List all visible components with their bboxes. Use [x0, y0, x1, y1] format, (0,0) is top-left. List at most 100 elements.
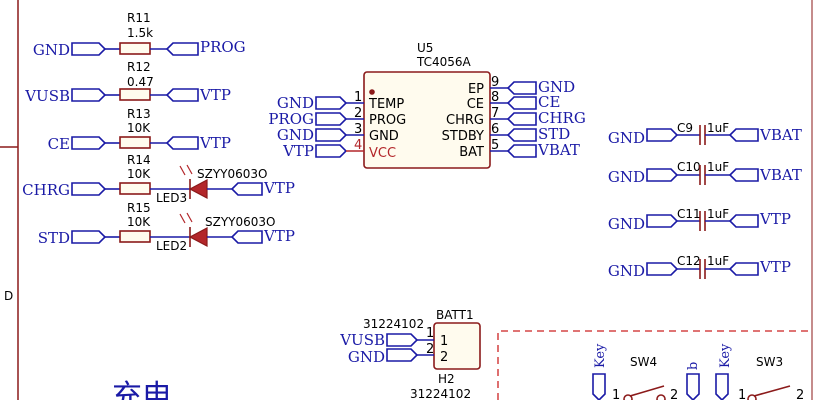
net-port	[646, 214, 679, 228]
net-label: VTP	[263, 179, 295, 197]
led-symbol	[188, 227, 208, 247]
resistor-r14[interactable]: R14 10K CHRG	[22, 153, 190, 199]
net-port	[592, 373, 606, 400]
net-label: GND	[277, 94, 314, 112]
net-port	[71, 42, 107, 56]
resistor-r15[interactable]: R15 10K STD	[38, 201, 190, 247]
led-led2[interactable]: VTP SZYY0603O LED2	[156, 212, 295, 253]
ic-pin-9: EP 9 GND	[468, 75, 575, 97]
net-label: VUSB	[339, 331, 385, 349]
net-label: VBAT	[759, 126, 802, 144]
net-label: VTP	[282, 142, 314, 160]
resistor-r11[interactable]: R11 1.5k GND PROG	[33, 11, 246, 59]
net-label: Key	[593, 343, 608, 368]
resistor-value: 10K	[127, 167, 151, 181]
resistor-value: 0.47	[127, 75, 154, 89]
net-port	[686, 373, 700, 400]
net-label: GND	[608, 129, 645, 147]
net-port	[646, 168, 679, 182]
resistor-body	[119, 182, 151, 195]
net-label: GND	[538, 78, 575, 96]
batt-alt-ref: H2	[438, 372, 455, 386]
batt-ref: BATT1	[436, 308, 474, 322]
net-port	[165, 136, 199, 150]
led-ref: LED2	[156, 239, 187, 253]
cap-value: 1uF	[707, 121, 729, 135]
net-port	[71, 230, 107, 244]
net-label: CHRG	[538, 109, 586, 127]
net-port	[728, 168, 759, 182]
pin-name: VCC	[369, 146, 396, 161]
pin-number: 2	[354, 106, 362, 121]
cap-ref: C11	[677, 207, 701, 221]
net-label: STD	[538, 125, 570, 143]
net-label: CE	[538, 93, 560, 111]
cap-ref: C12	[677, 254, 701, 268]
capacitor-c9[interactable]: C9 1uF GND VBAT	[608, 121, 802, 147]
net-port	[646, 262, 679, 276]
pin-number: 3	[354, 122, 362, 137]
pin-number: 2	[426, 342, 434, 357]
cap-ref: C10	[677, 160, 701, 174]
net-label: PROG	[268, 110, 314, 128]
switch-ref: SW4	[630, 355, 657, 369]
pin-number: 5	[491, 138, 499, 153]
switch-sw3[interactable]: Key SW3 1 2	[715, 343, 804, 400]
batt-part-top: 31224102	[363, 317, 424, 331]
pin-number: 6	[491, 122, 499, 137]
ic-pin-4: VTP 4 VCC	[282, 138, 396, 161]
zone-label: D	[4, 289, 13, 303]
net-port	[728, 128, 759, 142]
resistor-ref: R11	[127, 11, 151, 25]
pin-number: 9	[491, 75, 499, 90]
net-label: GND	[608, 168, 645, 186]
led-ref: LED3	[156, 191, 187, 205]
resistor-value: 1.5k	[127, 26, 153, 40]
capacitor-c11[interactable]: C11 1uF GND VTP	[608, 207, 791, 233]
batt-part-bottom: 31224102	[410, 387, 471, 400]
ic-ref: U5	[417, 41, 433, 55]
resistor-ref: R15	[127, 201, 151, 215]
resistor-r12[interactable]: R12 0.47 VUSB VTP	[24, 60, 231, 105]
resistor-r13[interactable]: R13 10K CE VTP	[48, 107, 231, 153]
net-port	[715, 373, 729, 400]
capacitor-c10[interactable]: C10 1uF GND VBAT	[608, 160, 802, 186]
resistor-ref: R14	[127, 153, 151, 167]
cap-value: 1uF	[707, 254, 729, 268]
batt-body	[433, 322, 481, 370]
net-port	[386, 348, 419, 362]
ic-pin-8: CE 8 CE	[467, 90, 561, 112]
net-port	[728, 262, 759, 276]
pin-name: TEMP	[368, 97, 404, 112]
battery-batt1[interactable]: BATT1 31224102 1 2 1 2 VUSB GND H2 31224…	[339, 308, 481, 400]
net-label: CE	[48, 135, 70, 153]
pin-number: 2	[670, 388, 678, 400]
resistor-ref: R13	[127, 107, 151, 121]
resistor-value: 10K	[127, 215, 151, 229]
net-label: CHRG	[22, 181, 70, 199]
ic-u5[interactable]: U5 TC4056A GND 1 TEMP PROG 2 PROG GND 3 …	[268, 41, 586, 169]
capacitor-c12[interactable]: C12 1uF GND VTP	[608, 254, 791, 280]
net-label: VTP	[199, 134, 231, 152]
pin-number: 8	[491, 90, 499, 105]
pin-number: 1	[738, 388, 746, 400]
resistor-body	[119, 88, 151, 101]
net-port	[230, 230, 263, 244]
net-port	[230, 182, 263, 196]
net-label: GND	[608, 215, 645, 233]
pin-number: 4	[354, 138, 362, 153]
ic-pin-2: PROG 2 PROG	[268, 106, 406, 128]
ic-pin-1: GND 1 TEMP	[277, 90, 405, 112]
pin-number: 1	[354, 90, 362, 105]
switch-sw4[interactable]: Key SW4 1 2 b	[592, 343, 701, 400]
switch-lever	[753, 385, 791, 397]
net-label: GND	[608, 262, 645, 280]
net-label: VTP	[759, 210, 791, 228]
pin-label: 2	[440, 350, 448, 365]
net-label: b	[686, 362, 701, 370]
cap-value: 1uF	[707, 160, 729, 174]
ic-pin-7: CHRG 7 CHRG	[446, 106, 586, 128]
led-led3[interactable]: VTP SZYY0603O LED3	[156, 164, 295, 205]
cap-value: 1uF	[707, 207, 729, 221]
net-label: VUSB	[24, 87, 70, 105]
